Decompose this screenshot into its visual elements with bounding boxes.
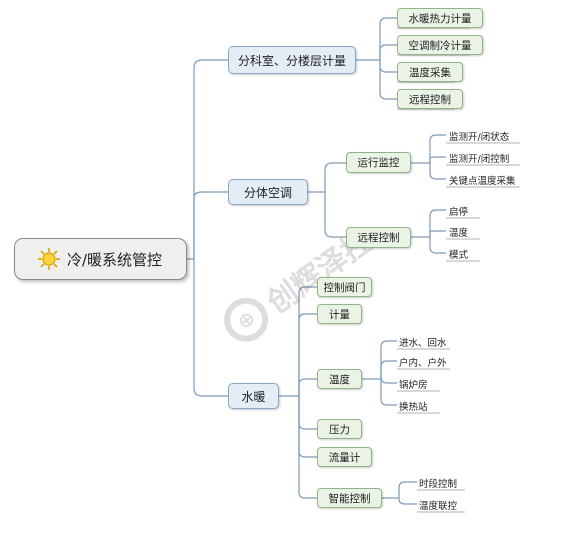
leaf-monitor-onoff-control[interactable]: 监测开/闭控制 [449,150,509,165]
subtopic-label: 远程控制 [409,93,451,106]
subtopic-label: 智能控制 [328,492,371,505]
subtopic-label: 温度采集 [409,66,451,79]
root-label: 冷/暖系统管控 [67,250,163,269]
leaf-start-stop[interactable]: 启停 [449,203,468,218]
leaf-label: 监测开/闭控制 [449,153,510,165]
subtopic-flowmeter[interactable]: 流量计 [317,447,372,467]
leaf-label: 温度 [449,227,469,239]
subtopic-remote-control[interactable]: 远程控制 [397,89,463,109]
leaf-label: 时段控制 [419,478,458,490]
leaf-label: 进水、回水 [399,337,447,349]
subtopic-remote-control-ac[interactable]: 远程控制 [346,227,411,248]
subtopic-temperature-collection[interactable]: 温度采集 [397,62,463,82]
leaf-label: 监测开/闭状态 [449,131,510,143]
topic-label: 分科室、分楼层计量 [237,53,346,68]
subtopic-label: 空调制冷计量 [408,39,472,52]
leaf-label: 模式 [449,249,469,261]
subtopic-label: 流量计 [328,451,361,464]
leaf-label: 关键点温度采集 [449,175,516,187]
leaf-indoor-outdoor[interactable]: 户内、户外 [399,354,447,369]
leaf-key-point-temperature[interactable]: 关键点温度采集 [449,172,516,187]
leaf-boiler-room[interactable]: 锅炉房 [399,376,428,391]
subtopic-label: 控制阀门 [323,281,366,294]
subtopic-temperature[interactable]: 温度 [317,369,362,389]
leaf-time-period-control[interactable]: 时段控制 [419,475,457,490]
subtopic-smart-control[interactable]: 智能控制 [317,488,382,508]
subtopic-pressure[interactable]: 压力 [317,419,362,439]
subtopic-water-heat-metering[interactable]: 水暖热力计量 [397,8,483,28]
subtopic-label: 运行监控 [357,157,400,169]
subtopic-label: 计量 [329,308,350,321]
topic-split-ac[interactable]: 分体空调 [228,179,308,205]
leaf-label: 换热站 [399,401,428,413]
leaf-heat-exchange-station[interactable]: 换热站 [399,398,428,413]
root-topic[interactable]: 冷/暖系统管控 [14,238,187,280]
leaf-label: 户内、户外 [399,357,447,369]
leaf-label: 温度联控 [419,500,458,512]
topic-label: 水暖 [241,389,266,404]
leaf-label: 锅炉房 [399,379,428,391]
subtopic-label: 远程控制 [357,232,400,244]
topic-water-heating[interactable]: 水暖 [228,383,279,409]
subtopic-run-monitor[interactable]: 运行监控 [346,152,411,173]
subtopic-control-valve[interactable]: 控制阀门 [317,277,372,297]
topic-label: 分体空调 [243,185,292,200]
subtopic-label: 温度 [329,373,350,386]
leaf-temperature[interactable]: 温度 [449,224,468,239]
leaf-temperature-linkage[interactable]: 温度联控 [419,497,457,512]
topic-zoning[interactable]: 分科室、分楼层计量 [228,46,356,74]
subtopic-label: 水暖热力计量 [408,12,472,25]
sun-icon [38,248,60,270]
leaf-mode[interactable]: 模式 [449,246,468,261]
leaf-label: 启停 [449,206,469,218]
subtopic-metering[interactable]: 计量 [317,304,362,324]
subtopic-ac-cooling-metering[interactable]: 空调制冷计量 [397,35,483,55]
leaf-inflow-return[interactable]: 进水、回水 [399,334,447,349]
leaf-monitor-onoff-state[interactable]: 监测开/闭状态 [449,128,509,143]
subtopic-label: 压力 [329,423,350,436]
